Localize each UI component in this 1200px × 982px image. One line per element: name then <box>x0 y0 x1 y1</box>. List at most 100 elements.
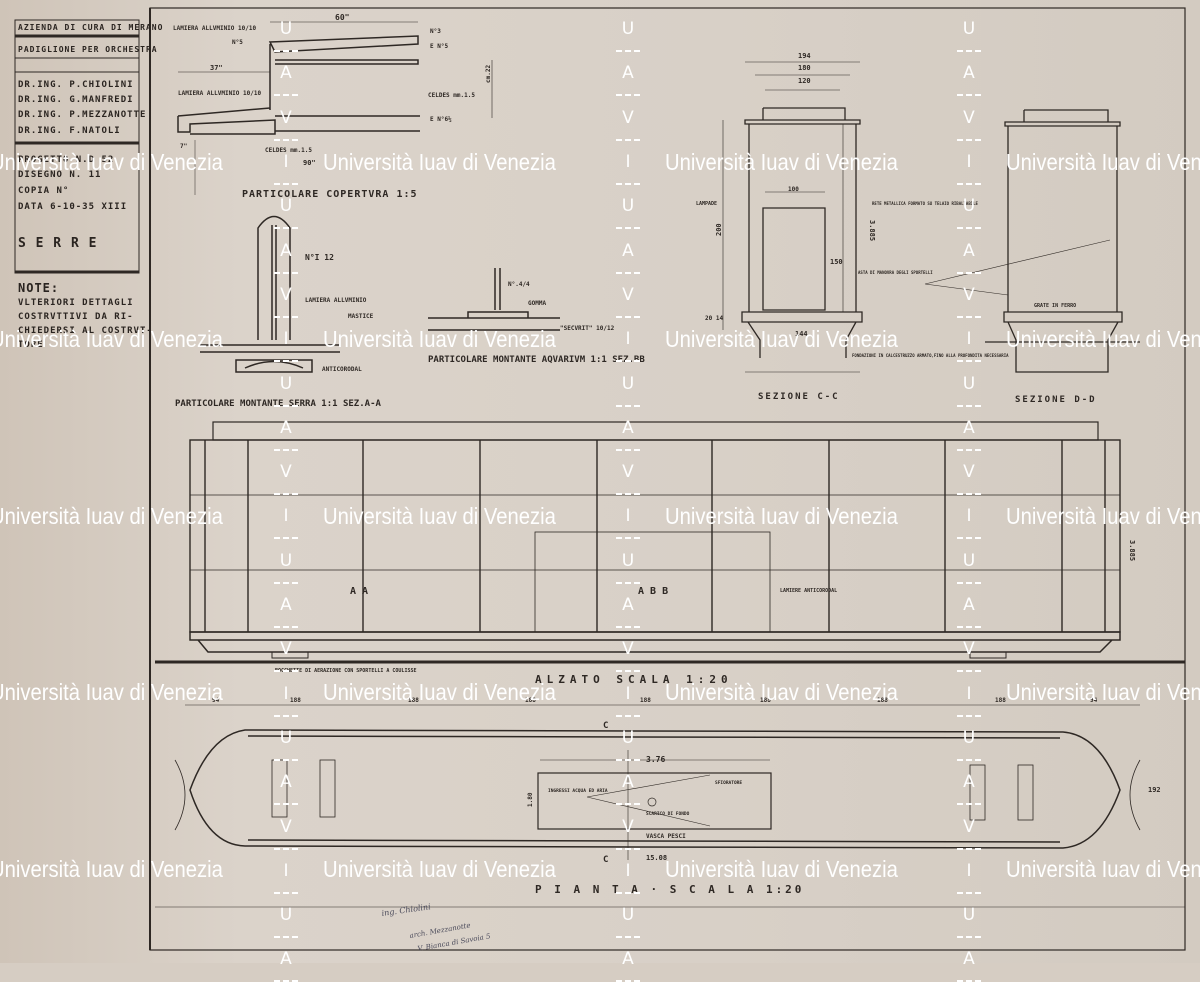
roof-label: 37" <box>210 64 223 72</box>
serra-label: MASTICE <box>348 313 374 320</box>
drawing-date: DATA 6-10-35 XIII <box>18 202 127 212</box>
roof-detail: LAMIERA ALLVMINIO 10/10 N°5 60" N°3 E N°… <box>173 13 493 200</box>
copy-number: COPIA N° <box>18 186 69 196</box>
watermark-letter: I <box>283 683 289 704</box>
note-line: VLTERIORI DETTAGLI <box>18 298 134 308</box>
watermark-dash <box>274 714 298 717</box>
roof-label: LAMIERA ALLVMINIO 10/10 <box>173 25 256 32</box>
watermark-dash <box>274 404 298 407</box>
watermark-dash <box>957 847 981 850</box>
watermark-dash <box>957 315 981 318</box>
watermark-letter: U <box>962 727 976 748</box>
watermark-dash <box>957 50 981 53</box>
watermark-dash <box>616 803 640 806</box>
aquarium-label: "SECVRIT" 10/12 <box>560 325 615 332</box>
watermark-dash <box>616 315 640 318</box>
plan-label: 3.76 <box>646 755 665 764</box>
watermark-letter: V <box>622 816 634 837</box>
elevation-label: LAMIERE ANTICORODAL <box>780 588 837 594</box>
roof-label: 90" <box>303 159 316 167</box>
roof-label: cm.22 <box>485 65 492 83</box>
serra-post-title: PARTICOLARE MONTANTE SERRA 1:1 SEZ.A-A <box>175 399 381 409</box>
watermark-letter: A <box>280 417 292 438</box>
watermark-dash <box>274 670 298 673</box>
watermark-text: Università Iuav di Venezia <box>665 679 898 705</box>
watermark-text: Università Iuav di Venezia <box>323 503 556 529</box>
plan-dimension: 188 <box>995 697 1006 704</box>
watermark-letter: I <box>966 860 972 881</box>
elevation-label: 3.885 <box>1128 540 1136 561</box>
elevation: A A A B B LAMIERE ANTICORODAL 3.885 BOCC… <box>155 421 1185 686</box>
note-line: TORE <box>18 340 44 350</box>
section-dd-title: SEZIONE D-D <box>1015 395 1097 405</box>
plan-label: SFIORATORE <box>715 780 742 786</box>
plan-dimension: 94 <box>212 697 220 704</box>
watermark-letter: I <box>966 683 972 704</box>
watermark-letter: U <box>621 373 635 394</box>
watermark-dash <box>616 714 640 717</box>
watermark-text: Università Iuav di Venezia <box>0 326 223 352</box>
watermark-letter: V <box>622 284 634 305</box>
plan-label: 15.08 <box>646 854 667 862</box>
watermark-letter: V <box>280 107 292 128</box>
watermark-text: Università Iuav di Venezia <box>323 326 556 352</box>
watermark-letter: V <box>963 284 975 305</box>
watermark-text: Università Iuav di Venezia <box>1006 679 1200 705</box>
elevation-label: A B B <box>638 586 668 597</box>
section-cc-dim: 200 <box>715 223 723 236</box>
watermark-letter: A <box>280 240 292 261</box>
watermark-letter: I <box>283 329 289 350</box>
watermark-dash <box>274 758 298 761</box>
watermark-dash <box>957 714 981 717</box>
roof-label: N°5 <box>232 39 243 46</box>
watermark-dash <box>274 50 298 53</box>
section-dd: GRATE IN FERRO SEZIONE D-D <box>985 109 1140 405</box>
watermark-dash <box>957 758 981 761</box>
watermark-dash <box>274 94 298 97</box>
aquarium-label: N°.4/4 <box>508 281 530 288</box>
roof-label: N°3 <box>430 28 441 35</box>
section-cc-dim: 20 14 <box>705 315 723 322</box>
watermark-letter: A <box>963 63 975 84</box>
watermark-dash <box>616 758 640 761</box>
watermark-letter: U <box>279 196 293 217</box>
watermark-letter: U <box>962 19 976 40</box>
watermark-text: Università Iuav di Venezia <box>665 326 898 352</box>
watermark-letter: I <box>625 329 631 350</box>
watermark-letter: I <box>966 329 972 350</box>
watermark-dash <box>957 271 981 274</box>
watermark-text: Università Iuav di Venezia <box>1006 503 1200 529</box>
client-name: AZIENDA DI CURA DI MERANO <box>18 23 163 32</box>
watermark-text: Università Iuav di Venezia <box>665 149 898 175</box>
watermark-dash <box>616 138 640 141</box>
watermark-dash <box>957 803 981 806</box>
watermark-dash <box>616 360 640 363</box>
watermark-letter: A <box>963 595 975 615</box>
plan-label: VASCA PESCI <box>646 833 686 840</box>
watermark-letter: U <box>279 727 293 748</box>
watermark-dash <box>274 581 298 584</box>
watermark-text: Università Iuav di Venezia <box>1006 856 1200 882</box>
serra-label: ANTICORODAL <box>322 366 362 373</box>
project-name: PADIGLIONE PER ORCHESTRA <box>18 45 158 54</box>
watermark-dash <box>274 847 298 850</box>
watermark-dash <box>274 183 298 185</box>
watermark-letter: V <box>622 639 634 660</box>
watermark-dash <box>274 537 298 540</box>
plan-label: 192 <box>1148 786 1161 794</box>
drawing-number: DISEGNO N. 11 <box>18 170 101 180</box>
watermark-dash <box>616 404 640 407</box>
handwritten-notes: ing. Chiolini arch. Mezzanotte V. Bianca… <box>381 902 492 953</box>
section-cc-dim: 194 <box>798 52 811 60</box>
plan-dimension: 188 <box>640 697 651 704</box>
watermark-dash <box>957 670 981 673</box>
serra-label: N°I 12 <box>305 253 334 262</box>
watermark-dash <box>616 670 640 673</box>
section-cc-dim: 120 <box>798 77 811 85</box>
section-cc-dim: 150 <box>830 258 843 266</box>
watermark-letter: U <box>621 19 635 40</box>
section-cc-dim: 100 <box>788 186 799 193</box>
watermark-letter: A <box>622 772 634 793</box>
watermark-letter: A <box>963 949 975 970</box>
